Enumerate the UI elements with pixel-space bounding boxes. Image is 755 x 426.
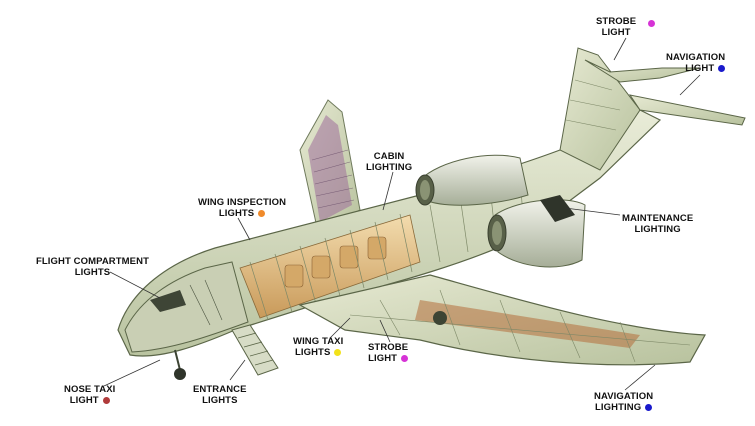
near-wing — [298, 274, 706, 366]
engine-lower — [487, 195, 586, 268]
callout-strobe-light-wing: STROBE LIGHT — [368, 342, 409, 364]
callout-nose-taxi-light: NOSE TAXI LIGHT — [64, 384, 116, 406]
callout-wing-inspection-lights: WING INSPECTION LIGHTS — [198, 197, 287, 219]
strobe-light-wing-marker — [401, 355, 409, 362]
callout-wing-taxi-lights: WING TAXI LIGHTS — [293, 336, 344, 358]
entrance-stairs — [231, 324, 279, 376]
callout-flight-compartment-lights: FLIGHT COMPARTMENT LIGHTS — [36, 256, 149, 278]
nose-taxi-light-marker — [102, 397, 110, 404]
leader-lines — [103, 37, 701, 391]
callout-navigation-lighting-wing: NAVIGATION LIGHTING — [594, 391, 654, 413]
callout-maintenance-lighting: MAINTENANCE LIGHTING — [622, 213, 694, 235]
wing-taxi-light-marker — [334, 349, 342, 356]
callout-entrance-lights: ENTRANCE LIGHTS — [193, 384, 247, 406]
callout-strobe-light-tail: STROBE LIGHT — [596, 16, 655, 38]
callout-cabin-lighting: CABIN LIGHTING — [366, 151, 413, 173]
tail-fin — [559, 47, 746, 171]
navigation-lighting-marker — [645, 404, 653, 411]
strobe-light-marker — [648, 20, 655, 27]
fuselage — [117, 109, 662, 357]
wing-inspection-light-marker — [258, 210, 266, 217]
engine-upper — [415, 154, 529, 206]
nose-gear — [174, 349, 186, 380]
callout-navigation-light-tail: NAVIGATION LIGHT — [666, 52, 726, 74]
navigation-light-marker — [718, 65, 726, 72]
far-wing — [299, 99, 361, 233]
